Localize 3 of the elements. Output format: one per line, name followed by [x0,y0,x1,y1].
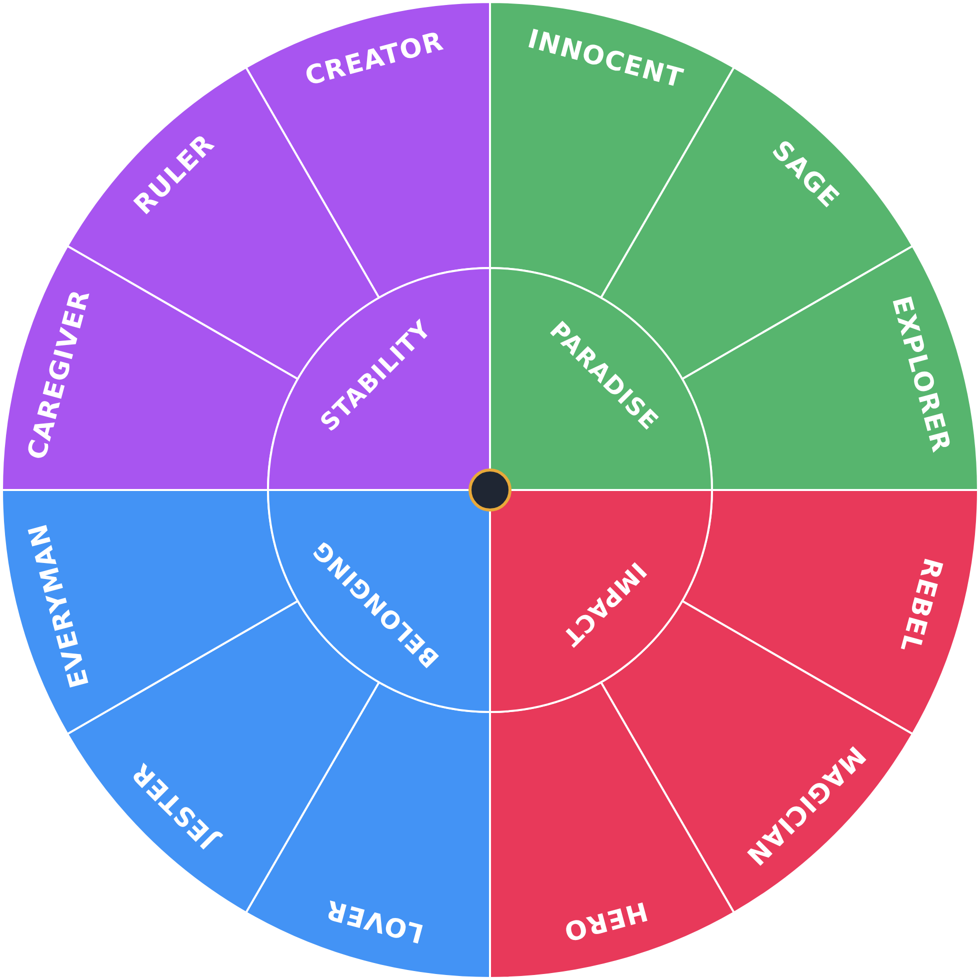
segment-label: HERO [560,895,651,946]
segment-label: LOVER [322,893,427,948]
segment-label: REBEL [894,554,948,656]
